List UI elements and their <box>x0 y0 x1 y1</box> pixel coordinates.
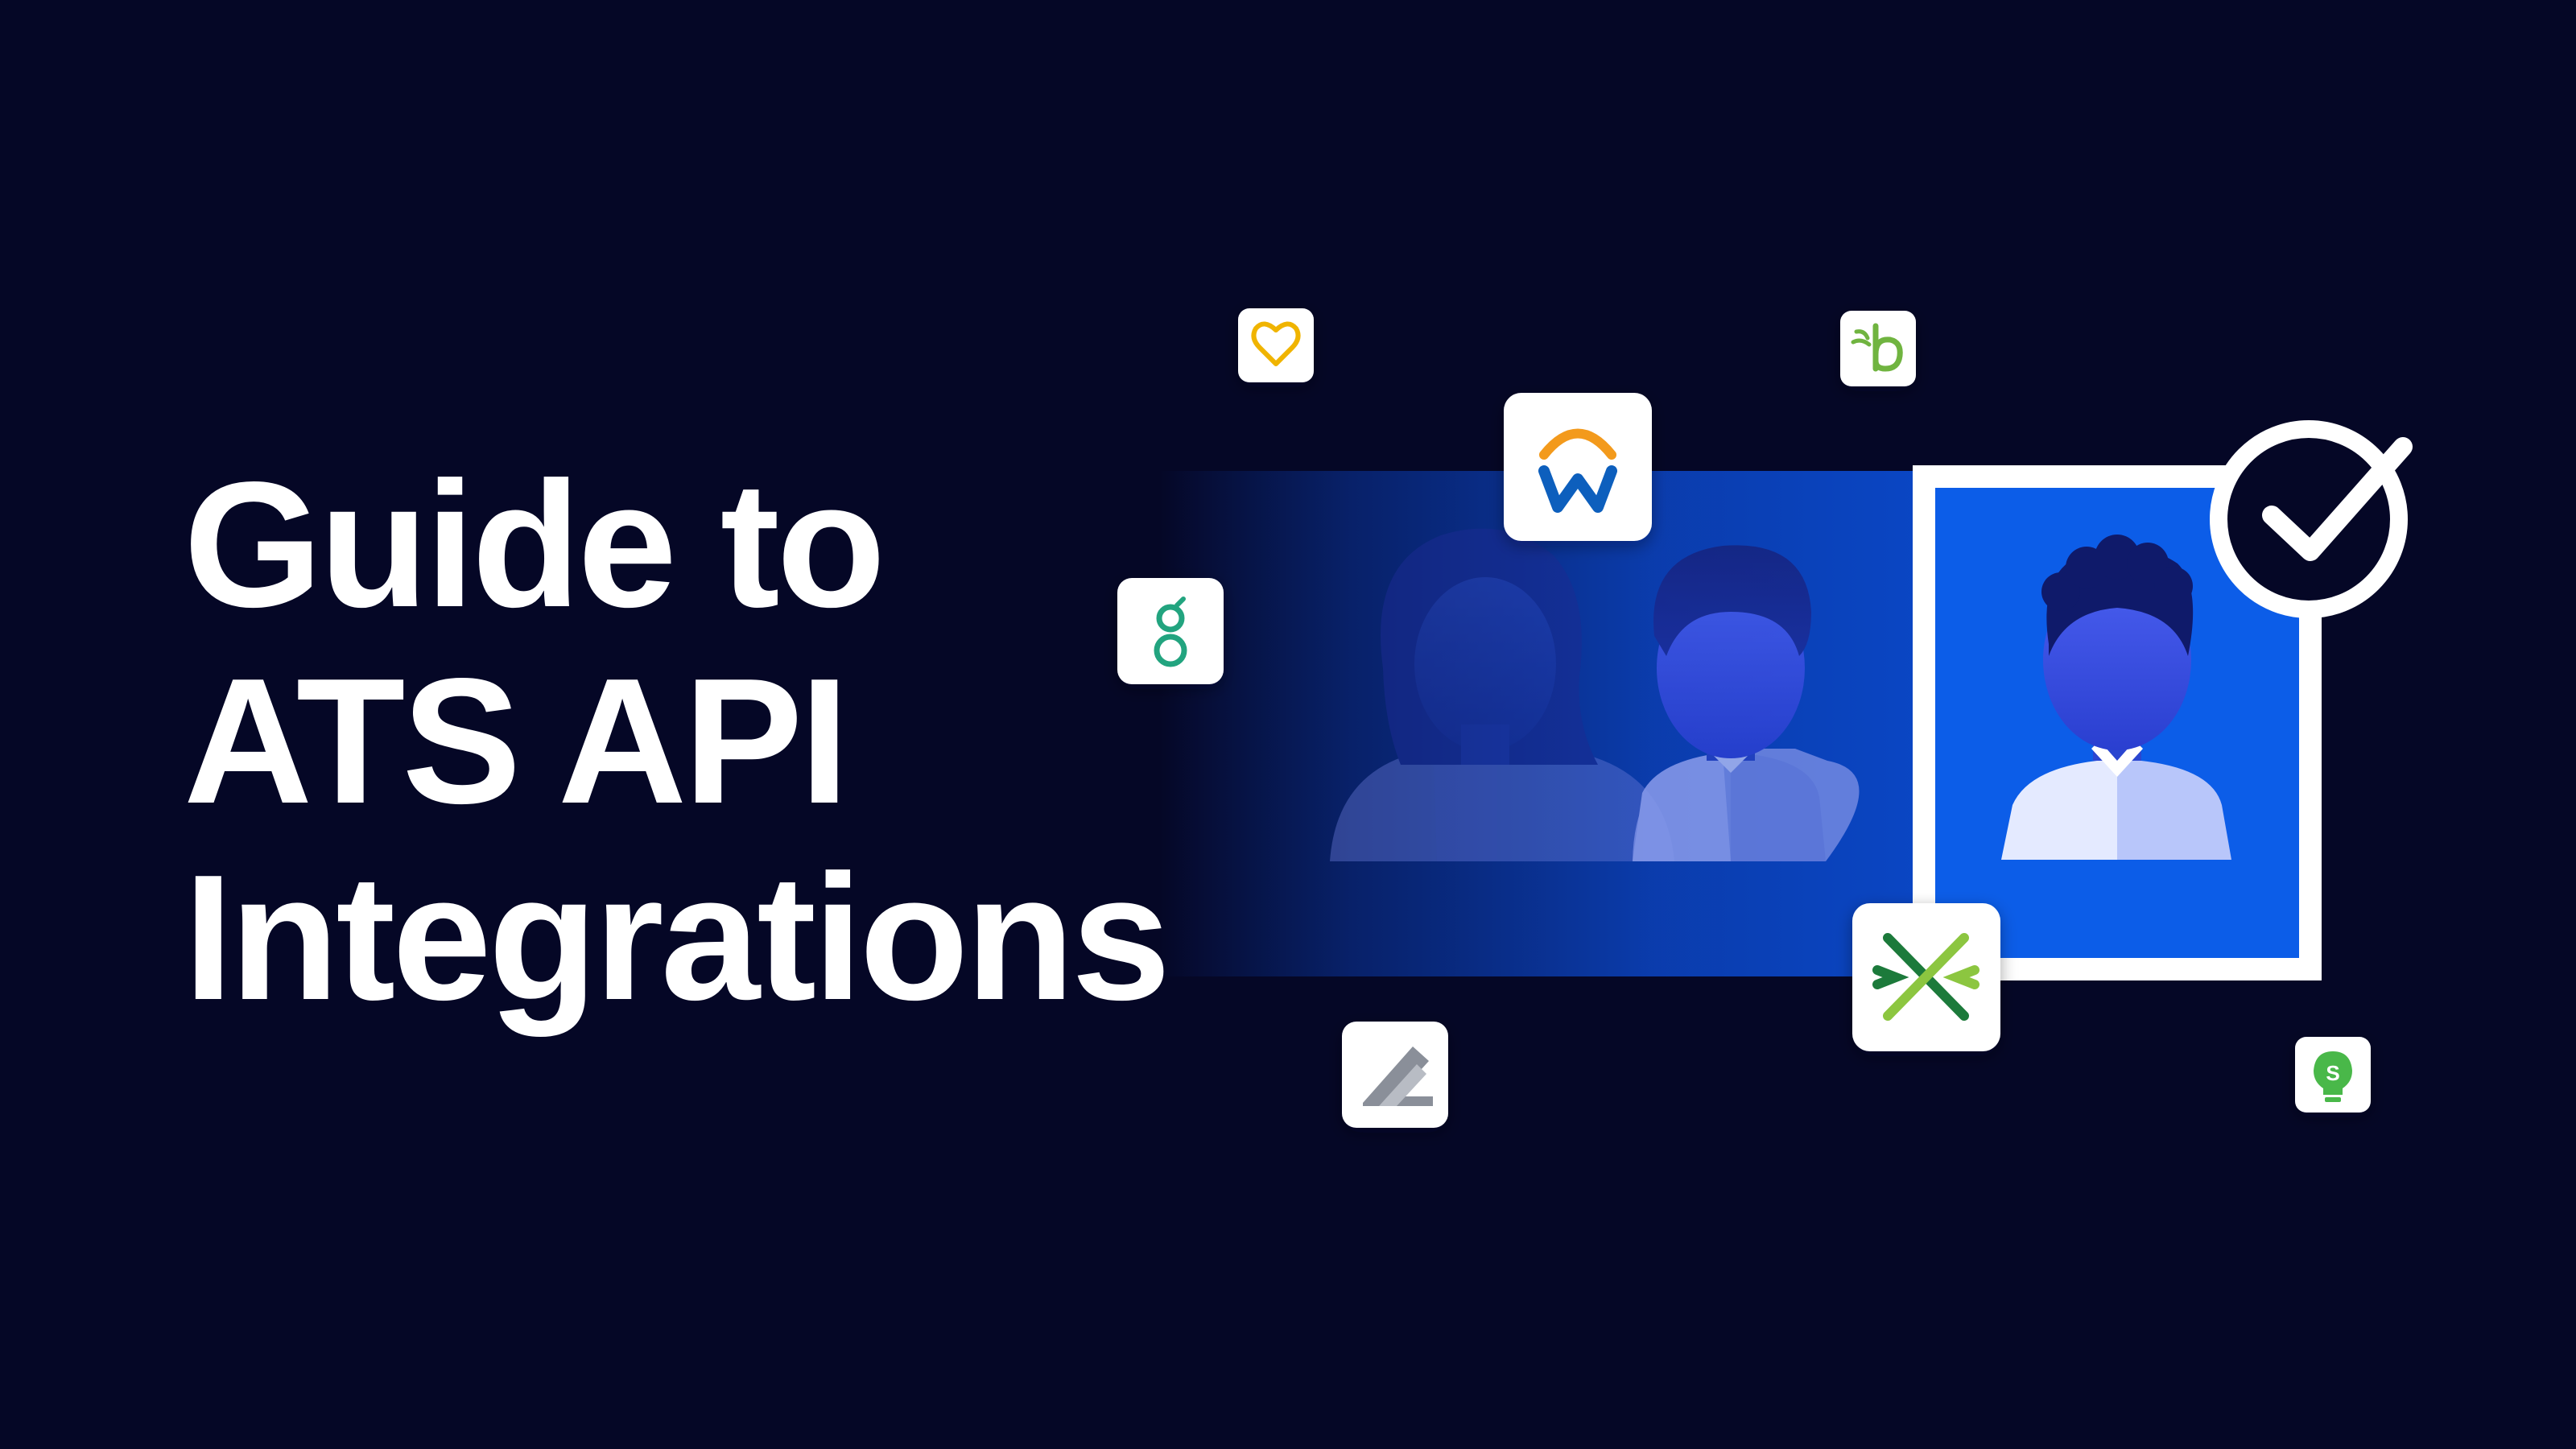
title-line-3: Integrations <box>184 838 1170 1038</box>
svg-text:S: S <box>2326 1061 2339 1085</box>
integration-tile-workday[interactable] <box>1504 393 1652 541</box>
workday-w-icon <box>1538 465 1617 513</box>
integration-tile-bamboohr[interactable] <box>1840 311 1916 386</box>
checkmark-icon <box>2262 437 2413 561</box>
candidate-avatar-3 <box>2001 535 2231 860</box>
selection-check-badge <box>2210 420 2413 618</box>
greenhouse-g-icon <box>1156 604 1185 633</box>
integration-tile-icims[interactable] <box>1852 903 2000 1051</box>
title-line-1: Guide to <box>184 445 886 645</box>
integration-tile-heart[interactable] <box>1238 308 1314 382</box>
integration-tile-lever[interactable] <box>1342 1022 1448 1128</box>
workday-arc-icon <box>1539 428 1616 460</box>
bamboohr-b-icon <box>1872 323 1903 372</box>
icims-x-icon <box>1872 933 1979 1021</box>
lever-logo-icon <box>1363 1046 1433 1106</box>
title-line-2: ATS API <box>184 642 849 841</box>
integration-tile-smartrecruiters[interactable]: S <box>2295 1037 2371 1113</box>
page-title: Guide to ATS API Integrations <box>184 445 1170 1038</box>
heart-icon <box>1251 321 1301 366</box>
smartrecruiters-bulb-icon <box>2314 1051 2352 1095</box>
integration-tile-greenhouse[interactable] <box>1117 578 1224 684</box>
candidate-avatar-2 <box>1633 545 1860 861</box>
candidate-avatar-1 <box>1330 528 1674 861</box>
